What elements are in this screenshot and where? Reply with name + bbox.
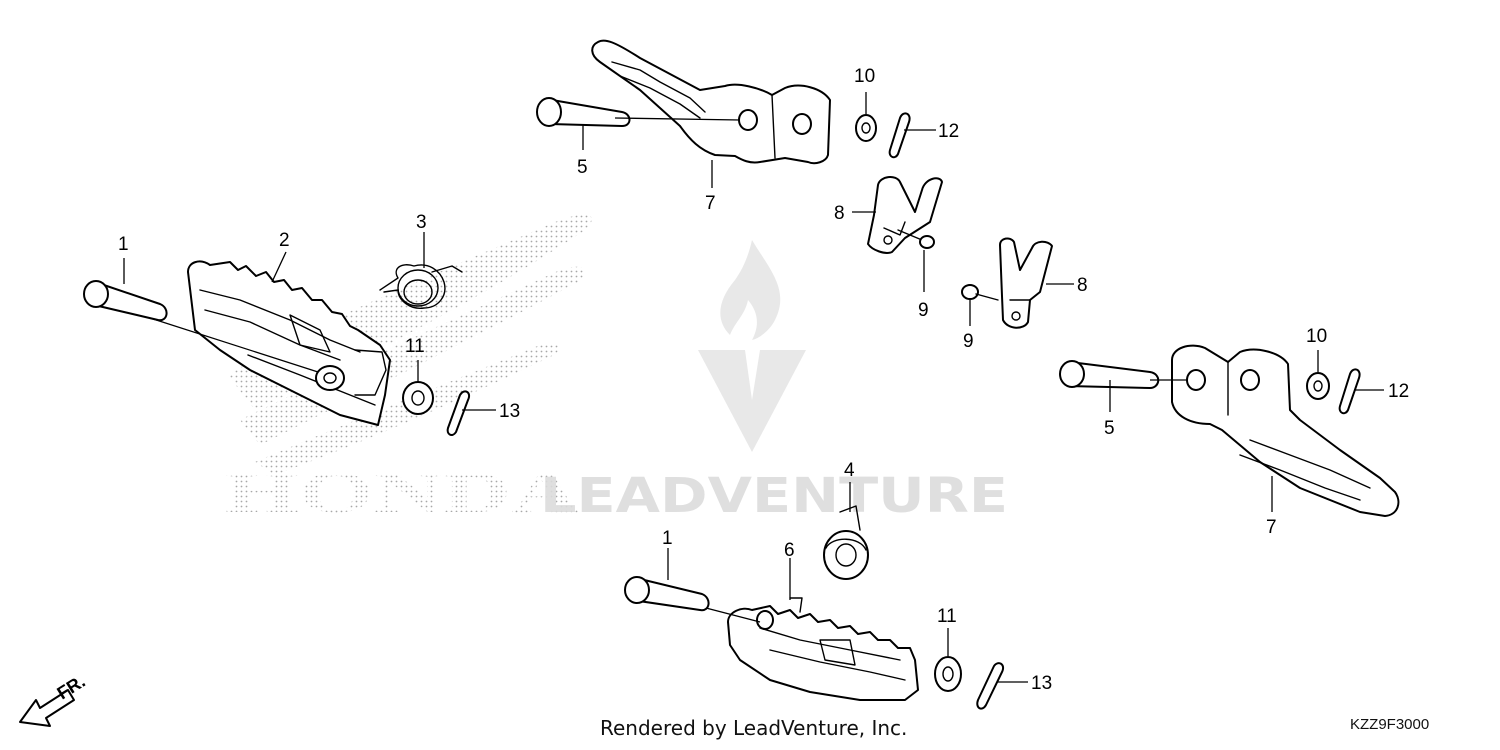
- callout-8-upper: 8: [834, 203, 845, 224]
- cotter-pin-part-13-upper: [446, 390, 470, 436]
- callout-10-lower: 10: [1306, 326, 1327, 347]
- callout-5-lower: 5: [1104, 418, 1115, 439]
- callout-12-upper: 12: [938, 121, 959, 142]
- pin-part-1-upper: [83, 280, 168, 322]
- callout-9-upper: 9: [918, 300, 929, 321]
- callout-9-lower: 9: [963, 331, 974, 352]
- honda-watermark-text: HONDA: [225, 460, 580, 525]
- callout-1-lower: 1: [662, 528, 673, 549]
- callout-8-lower: 8: [1077, 275, 1088, 296]
- pin-part-5-upper: [536, 97, 631, 127]
- bracket-part-7-lower: [1171, 344, 1400, 517]
- bolt-part-9-upper: [897, 229, 935, 249]
- footpeg-part-6: [727, 597, 919, 701]
- cotter-pin-part-12-upper: [888, 112, 911, 159]
- callout-6: 6: [784, 540, 795, 561]
- callout-11-upper: 11: [405, 336, 425, 357]
- callout-11-lower: 11: [937, 606, 957, 627]
- render-credit: Rendered by LeadVenture, Inc.: [600, 716, 908, 740]
- cotter-pin-part-13-lower: [976, 662, 1004, 710]
- footpeg-part-2: [187, 260, 391, 426]
- callout-1-upper: 1: [118, 234, 129, 255]
- flame-icon: [720, 240, 781, 340]
- callout-12-lower: 12: [1388, 381, 1409, 402]
- callout-3: 3: [416, 212, 427, 233]
- washer-part-11-lower: [934, 656, 962, 692]
- leadventure-watermark-text: LEADVENTURE: [540, 468, 1008, 524]
- washer-part-10-upper: [855, 114, 877, 142]
- v-mark-icon: [698, 350, 806, 452]
- clamp-part-8-lower: [999, 237, 1053, 329]
- callout-13-upper: 13: [499, 401, 520, 422]
- arrow-down-left-icon: [19, 689, 75, 727]
- callout-7-upper: 7: [705, 193, 716, 214]
- spring-part-4: [823, 505, 869, 580]
- callout-10-upper: 10: [854, 66, 875, 87]
- diagram-code: KZZ9F3000: [1350, 716, 1430, 733]
- cotter-pin-part-12-lower: [1338, 368, 1361, 415]
- bracket-part-7-upper: [591, 39, 831, 165]
- front-direction-arrow: FR.: [19, 671, 89, 727]
- spring-part-3: [379, 264, 463, 309]
- callout-13-lower: 13: [1031, 673, 1052, 694]
- callout-5-upper: 5: [577, 157, 588, 178]
- washer-part-10-lower: [1306, 372, 1330, 400]
- callout-2: 2: [279, 230, 290, 251]
- washer-part-11-upper: [402, 381, 434, 415]
- callout-7-lower: 7: [1266, 517, 1277, 538]
- bolt-part-9-lower: [961, 284, 999, 301]
- leadventure-watermark: LEADVENTURE: [540, 240, 1008, 524]
- callout-labels: 1 2 3 11 13 5 7 10 12 8 9 9 8 10 12 5 7 …: [118, 66, 1409, 694]
- pin-part-5-lower: [1059, 360, 1160, 389]
- clamp-part-8-upper: [867, 176, 943, 254]
- pin-part-1-lower: [624, 576, 710, 612]
- callout-4: 4: [844, 460, 855, 481]
- leader-lines: [123, 92, 1384, 683]
